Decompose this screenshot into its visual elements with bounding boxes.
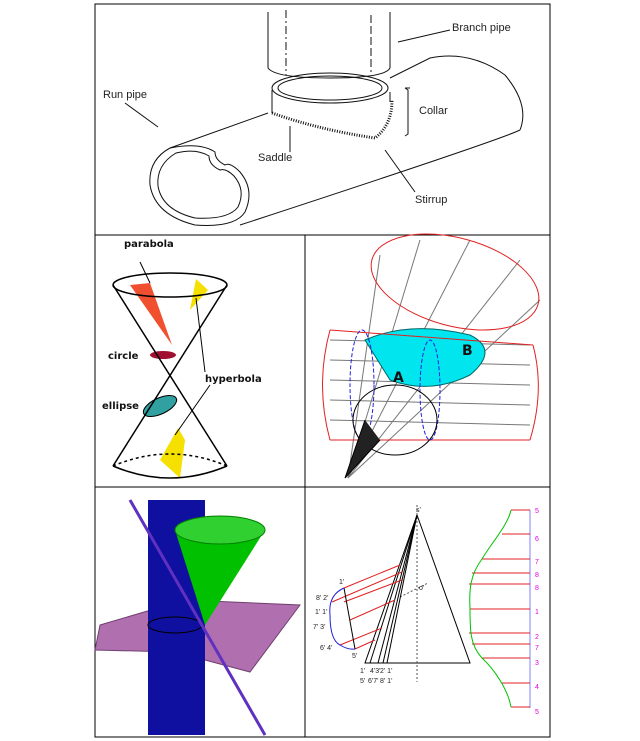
label-base: 6'7' [368, 678, 378, 685]
label-base: 1' [360, 668, 365, 675]
label-branch-pipe: Branch pipe [452, 22, 511, 34]
scale-label: 5 [535, 508, 539, 515]
label-center: o' [419, 585, 424, 592]
pipe-diagram [124, 10, 524, 226]
label-base: 2' 1' [380, 668, 392, 675]
scale-label: 8 [535, 585, 539, 592]
label-left: 7' 3' [313, 624, 325, 631]
label-circle: circle [108, 351, 139, 362]
label-ellipse: ellipse [102, 401, 139, 412]
label-hyperbola: hyperbola [205, 374, 262, 385]
label-left: 1' [339, 579, 344, 586]
scale-label: 4 [535, 684, 539, 691]
label-left: 1' 1' [315, 609, 327, 616]
scale-label: 8 [535, 572, 539, 579]
development-labels: s' o' 1' 8' 2' 1' 1' 7' 3' 6' 4' 5' 1' 4… [313, 507, 539, 716]
scale-label: 1 [535, 609, 539, 616]
label-point-b: B [462, 343, 473, 359]
scale-label: 6 [535, 536, 539, 543]
label-point-a: A [393, 370, 404, 386]
panel-frames [94, 3, 551, 738]
conic-sections-diagram [112, 261, 228, 479]
label-base: 5' [360, 678, 365, 685]
label-stirrup: Stirrup [415, 194, 447, 206]
scale-label: 7 [535, 559, 539, 566]
cone-cylinder-plane-render [94, 499, 301, 736]
cone-development-drawing [329, 505, 531, 708]
label-base: 4'3' [370, 668, 380, 675]
label-saddle: Saddle [258, 152, 292, 164]
scale-label: 2 [535, 634, 539, 641]
scale-label: 3 [535, 660, 539, 667]
label-apex: s' [416, 507, 421, 514]
label-collar: Collar [419, 105, 448, 117]
label-run-pipe: Run pipe [103, 89, 147, 101]
label-left: 5' [352, 653, 357, 660]
label-left: 8' 2' [316, 595, 328, 602]
scale-label: 7 [535, 645, 539, 652]
label-left: 6' 4' [320, 645, 332, 652]
label-base: 8' 1' [380, 678, 392, 685]
label-parabola: parabola [124, 239, 174, 250]
cone-cylinder-intersection [322, 233, 541, 479]
scale-label: 5 [535, 709, 539, 716]
